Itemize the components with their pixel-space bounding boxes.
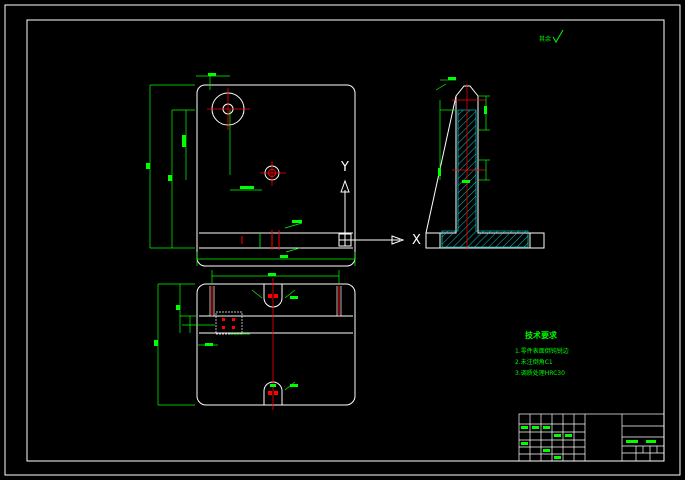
front-view <box>146 73 405 267</box>
tech-requirement-line: 3.调质处理HRC30 <box>515 370 565 377</box>
title-block <box>518 413 665 462</box>
top-view-outline <box>196 283 356 406</box>
surface-finish-symbol <box>552 29 564 43</box>
axis-y-label: Y <box>341 160 349 175</box>
axis-x-label: X <box>412 233 421 248</box>
tech-requirement-line: 1.零件表面倒钝锐边 <box>515 348 569 355</box>
outer-border <box>4 4 681 476</box>
surface-finish-note: 其余 <box>539 36 552 43</box>
hatched-section <box>441 109 529 248</box>
detail-box <box>215 311 243 335</box>
tech-requirement-line: 2.未注倒角C1 <box>515 359 553 366</box>
side-view <box>425 77 545 250</box>
top-view <box>154 270 356 410</box>
tech-requirements-title: 技术要求 <box>525 331 557 340</box>
inner-border <box>26 19 665 462</box>
front-view-outline <box>196 84 356 267</box>
coordinate-axes <box>338 179 405 247</box>
